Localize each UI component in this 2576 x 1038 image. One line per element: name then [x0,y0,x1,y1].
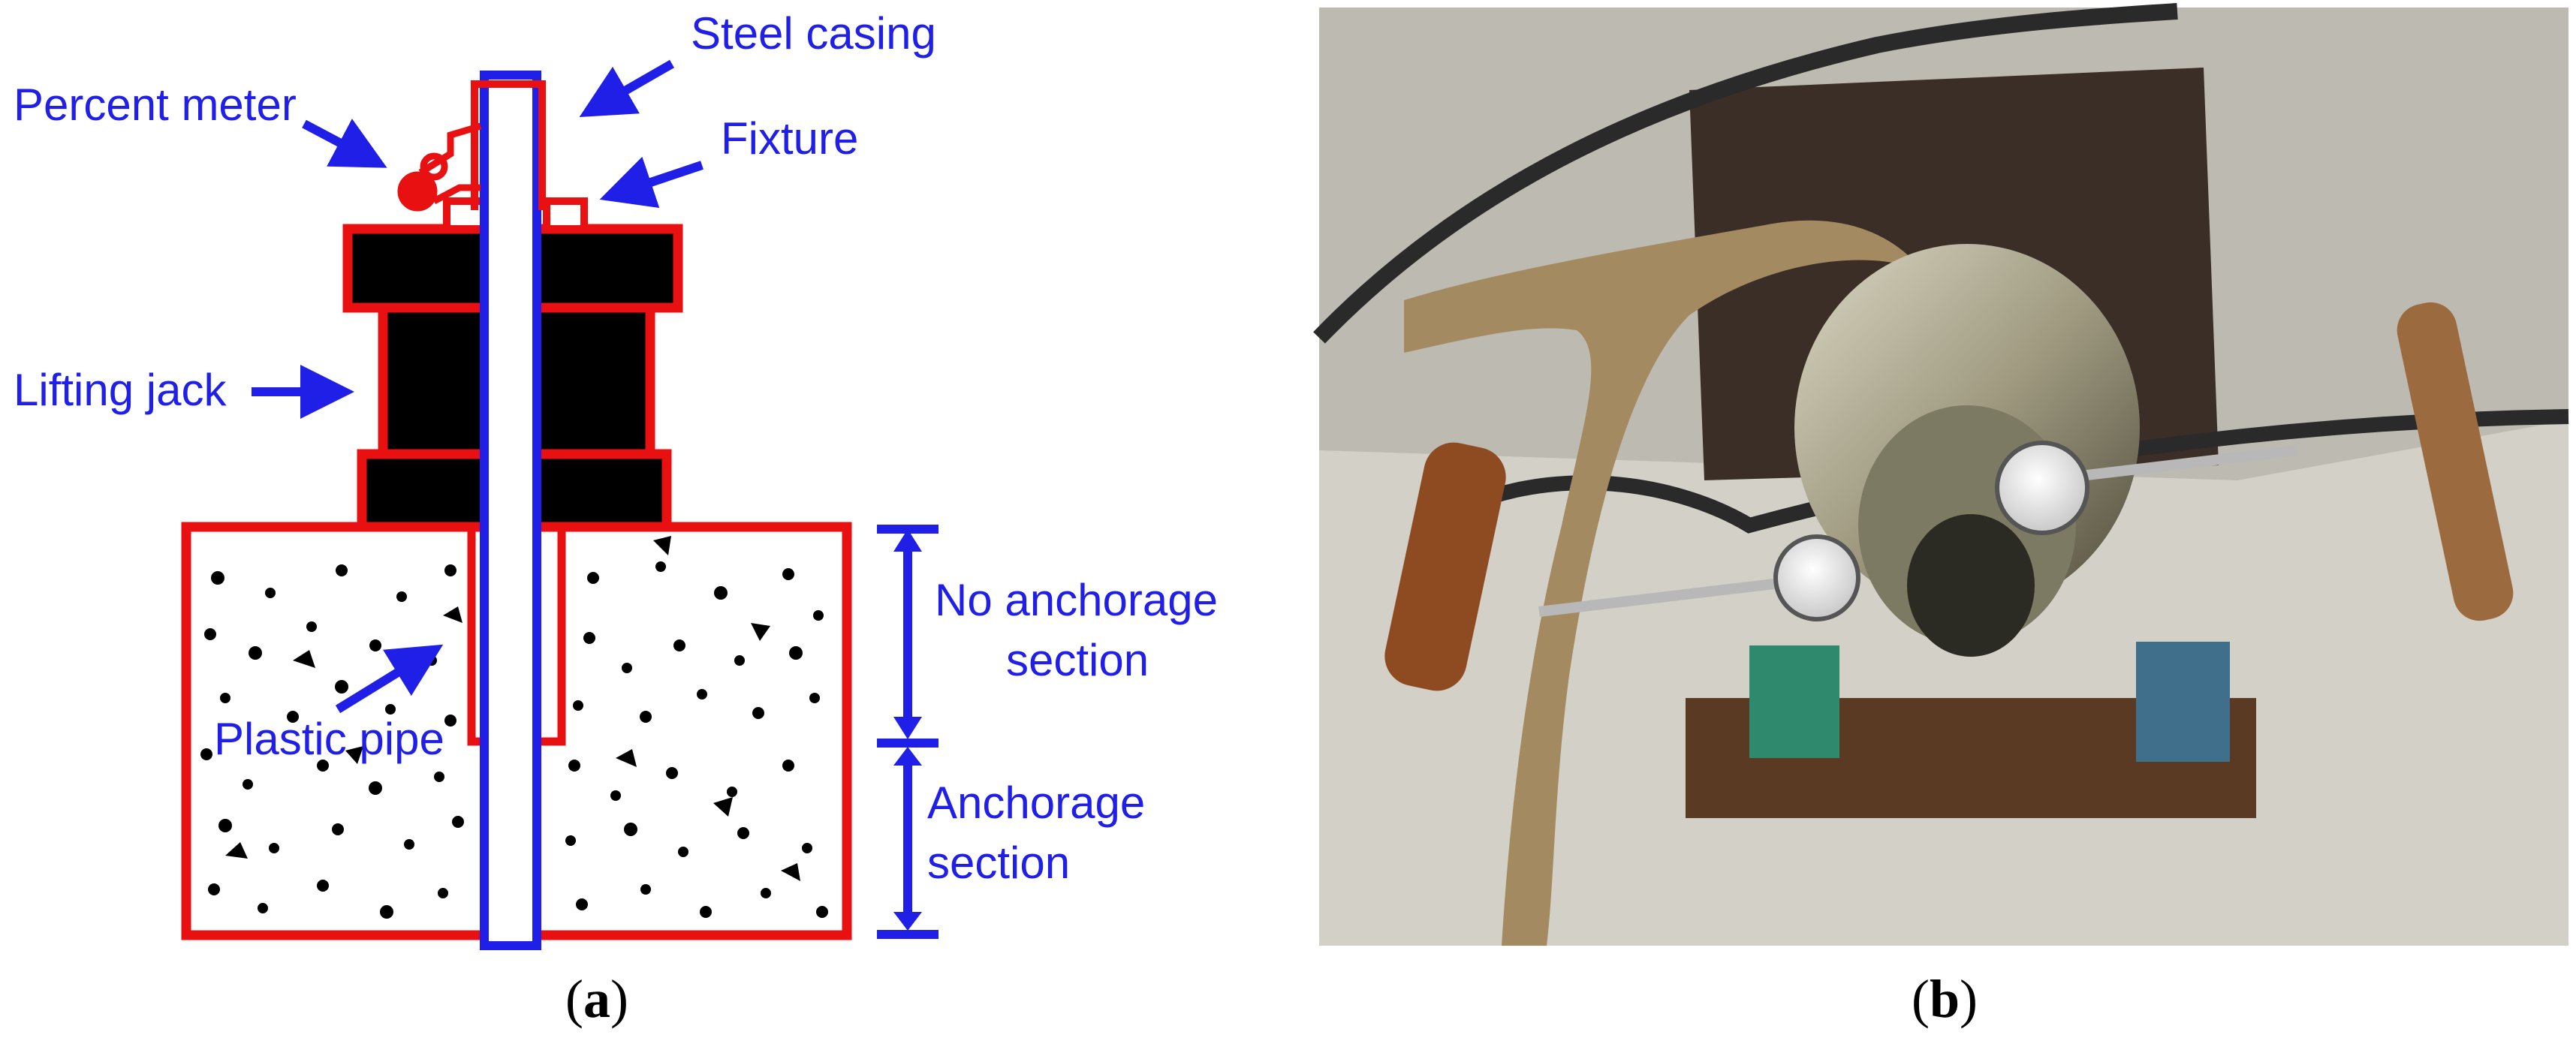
dial-gauge-right-icon [1995,441,2089,535]
magnetic-stand-right [2136,642,2230,762]
caption-b: (b) [1912,969,1978,1029]
dial-gauge-left-icon [1773,534,1860,621]
label-arrows [252,59,704,714]
steel-casing-red-edge [471,80,546,210]
arrow-steel-casing [579,59,674,117]
arrow-percent-meter [302,119,387,168]
label-fixture: Fixture [721,113,858,164]
label-lifting-jack: Lifting jack [14,365,227,415]
label-percent-meter: Percent meter [14,80,297,130]
section-markers [877,525,939,939]
aggregate-dots [200,536,828,919]
label-steel-casing: Steel casing [691,8,936,59]
hydraulic-hose [1313,3,2178,344]
label-plastic-pipe: Plastic pipe [214,714,444,764]
label-no-anchorage-line1: No anchorage [935,575,1218,625]
anchor-bore [1907,514,2035,657]
percent-meter-icon [397,122,482,212]
caption-a: (a) [565,969,628,1029]
steel-casing [480,71,541,950]
rusty-bar-left [1384,442,1506,691]
rusty-bar-right [2397,302,2514,621]
panel-a-schematic: Steel casing Percent meter Fixture Lifti… [14,8,1218,1029]
magnetic-stand-left [1749,645,1839,758]
fixture [443,197,588,233]
panel-b-photo: (b) [1313,3,2569,1029]
label-anchorage-line1: Anchorage [927,778,1145,828]
label-no-anchorage-line2: section [1006,635,1149,685]
label-anchorage-line2: section [927,838,1070,888]
arrow-plastic-pipe [335,644,444,714]
burlap-rope [1404,220,1922,946]
arrow-fixture [599,156,704,209]
